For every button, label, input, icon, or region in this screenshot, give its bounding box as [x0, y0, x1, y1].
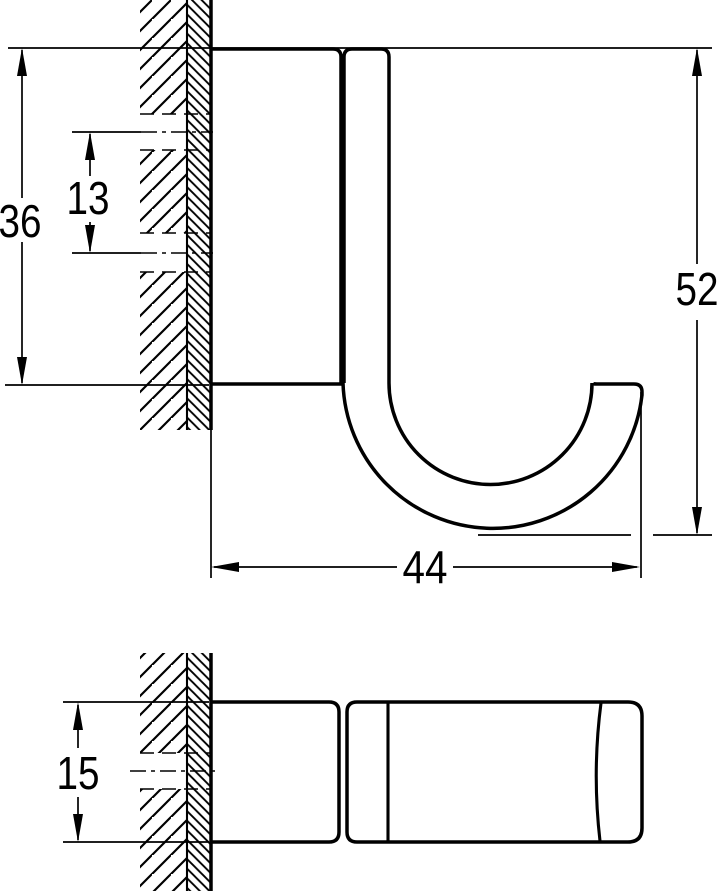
wall-plate-top-profile — [211, 700, 341, 844]
wall-hatch-block — [140, 150, 187, 233]
dimension-label-15: 15 — [57, 747, 100, 799]
wall-plate-profile — [211, 47, 343, 386]
dimension-label-13: 13 — [67, 172, 110, 224]
dimension-label-52: 52 — [676, 263, 719, 315]
arrow-up-icon — [17, 48, 27, 76]
front-wall-hatch — [140, 0, 213, 430]
dimension-15: 15 — [57, 701, 209, 843]
arrow-down-icon — [692, 507, 702, 535]
wall-hatch-block — [140, 789, 187, 891]
hook-body-top-profile — [345, 700, 644, 844]
wall-finish-hatch-block — [187, 0, 211, 430]
mounting-hole-hidden-lines — [140, 752, 211, 790]
mounting-hole-hidden-lines — [140, 113, 211, 273]
front-view: 36 13 52 — [0, 0, 719, 593]
wall-hatch-block — [140, 0, 187, 114]
arrow-left-icon — [211, 562, 239, 572]
extension-lines-15 — [63, 701, 209, 843]
top-wall-hatch — [130, 653, 216, 891]
dimension-52: 52 — [478, 48, 719, 536]
wall-finish-hatch-block — [187, 653, 211, 891]
dimension-36: 36 — [0, 47, 712, 386]
hook-top-outline — [211, 700, 644, 844]
arrow-down-icon — [73, 814, 83, 842]
arrow-down-icon — [17, 357, 27, 385]
arrow-down-icon — [85, 225, 95, 253]
tip-edge-curve — [594, 702, 603, 842]
arrow-right-icon — [612, 562, 640, 572]
arrow-up-icon — [73, 702, 83, 730]
dimension-label-36: 36 — [0, 195, 42, 247]
extension-lines-13 — [72, 131, 141, 254]
dimension-label-44: 44 — [403, 541, 448, 593]
dimension-13: 13 — [67, 131, 213, 254]
hook-arm-profile — [342, 47, 391, 383]
hook-j-curve-profile — [341, 381, 644, 531]
wall-hatch-block — [140, 272, 187, 430]
wall-hatch-block — [140, 653, 187, 753]
arrow-up-icon — [85, 132, 95, 160]
hole-center-lines — [141, 131, 213, 254]
dimension-44: 44 — [210, 392, 642, 593]
hook-outline — [211, 47, 644, 531]
top-view: 15 — [57, 653, 644, 891]
arrow-up-icon — [692, 48, 702, 76]
